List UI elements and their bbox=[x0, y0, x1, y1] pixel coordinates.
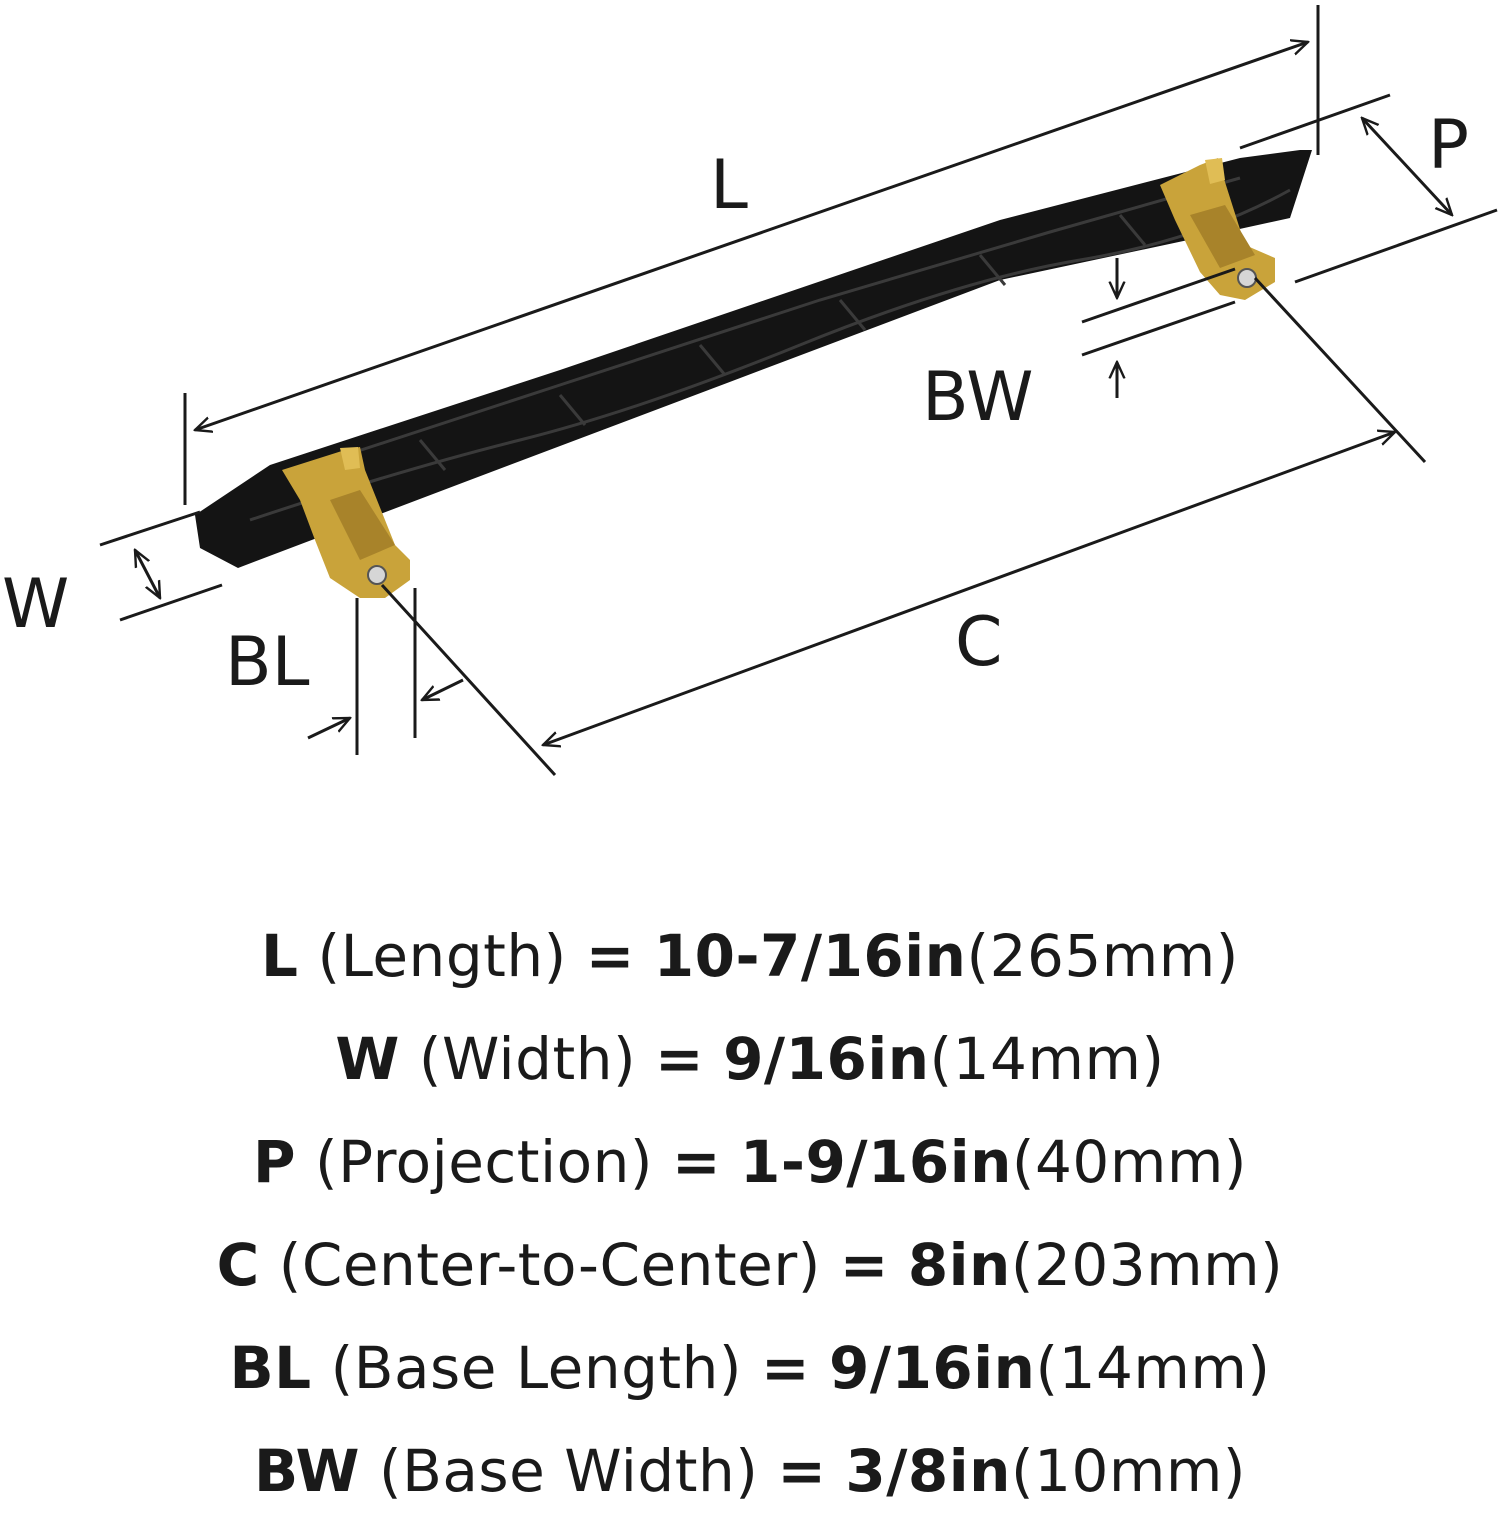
dimension-diagram: L P BW W BL C bbox=[2, 5, 1498, 777]
label-BW: BW bbox=[922, 358, 1033, 437]
spec-imperial-value: 9/16in bbox=[723, 1025, 930, 1093]
spec-equals: = bbox=[655, 1025, 705, 1093]
spec-row: C (Center-to-Center) = 8in(203mm) bbox=[0, 1214, 1500, 1317]
spec-equals: = bbox=[760, 1334, 811, 1402]
spec-row: BL (Base Length) = 9/16in(14mm) bbox=[0, 1317, 1500, 1420]
projection-arrow bbox=[1362, 118, 1452, 215]
spec-code: L bbox=[261, 922, 299, 990]
spec-description: (Projection) bbox=[314, 1128, 654, 1196]
spec-metric-value: (203mm) bbox=[1010, 1231, 1284, 1299]
length-arrow bbox=[195, 42, 1308, 430]
spec-description: (Length) bbox=[317, 922, 567, 990]
spec-metric-value: (265mm) bbox=[966, 922, 1239, 990]
label-W: W bbox=[2, 565, 69, 644]
base-length-arrow-left bbox=[307, 716, 350, 740]
spec-imperial-value: 9/16in bbox=[829, 1334, 1036, 1402]
label-L: L bbox=[710, 146, 748, 225]
spec-description: (Base Length) bbox=[330, 1334, 743, 1402]
dimension-spec-list: L (Length) = 10-7/16in(265mm)W (Width) =… bbox=[0, 905, 1500, 1523]
spec-code: C bbox=[216, 1231, 260, 1299]
base-length-arrow-right bbox=[422, 678, 464, 702]
spec-code: W bbox=[335, 1025, 400, 1093]
spec-row: BW (Base Width) = 3/8in(10mm) bbox=[0, 1420, 1500, 1523]
spec-imperial-value: 10-7/16in bbox=[653, 922, 967, 990]
label-P: P bbox=[1428, 106, 1469, 185]
spec-metric-value: (10mm) bbox=[1010, 1437, 1246, 1505]
spec-code: BW bbox=[253, 1437, 360, 1505]
spec-imperial-value: 1-9/16in bbox=[740, 1128, 1012, 1196]
center-to-center-arrow bbox=[543, 432, 1395, 745]
spec-equals: = bbox=[839, 1231, 889, 1299]
spec-equals: = bbox=[777, 1437, 827, 1505]
spec-metric-value: (14mm) bbox=[1035, 1334, 1271, 1402]
spec-row: P (Projection) = 1-9/16in(40mm) bbox=[0, 1111, 1500, 1214]
label-C: C bbox=[955, 603, 1002, 682]
spec-imperial-value: 3/8in bbox=[845, 1437, 1011, 1505]
spec-code: BL bbox=[229, 1334, 312, 1402]
spec-row: L (Length) = 10-7/16in(265mm) bbox=[0, 905, 1500, 1008]
spec-description: (Base Width) bbox=[378, 1437, 759, 1505]
spec-equals: = bbox=[671, 1128, 722, 1196]
spec-equals: = bbox=[585, 922, 635, 990]
cabinet-pull-illustration bbox=[195, 150, 1312, 598]
spec-metric-value: (40mm) bbox=[1011, 1128, 1247, 1196]
dimension-lines bbox=[99, 5, 1498, 777]
spec-row: W (Width) = 9/16in(14mm) bbox=[0, 1008, 1500, 1111]
dimension-letters: L P BW W BL C bbox=[2, 106, 1469, 702]
left-post bbox=[282, 447, 410, 598]
spec-imperial-value: 8in bbox=[907, 1231, 1011, 1299]
label-BL: BL bbox=[225, 623, 310, 702]
width-arrow bbox=[135, 550, 160, 598]
spec-code: P bbox=[253, 1128, 297, 1196]
spec-description: (Width) bbox=[418, 1025, 637, 1093]
spec-metric-value: (14mm) bbox=[929, 1025, 1165, 1093]
spec-description: (Center-to-Center) bbox=[278, 1231, 821, 1299]
